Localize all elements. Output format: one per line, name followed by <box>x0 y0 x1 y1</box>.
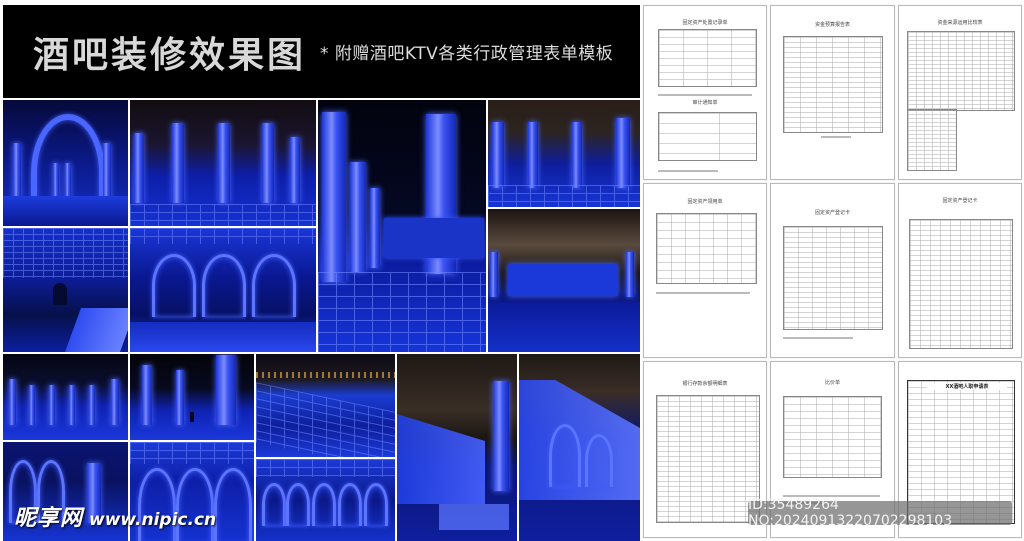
site-watermark: 昵享网 www.nipic.cn <box>14 500 216 532</box>
photo-tile[interactable] <box>130 354 254 440</box>
form-table <box>656 213 757 284</box>
form-table <box>909 219 1013 349</box>
photo-tile[interactable] <box>397 354 517 541</box>
id-watermark: ID:35489264 NO:20240913220702298103 <box>748 497 1012 529</box>
photo-tile[interactable] <box>519 354 640 541</box>
photo-tile[interactable] <box>488 209 640 352</box>
form-table <box>658 29 757 87</box>
header-banner: 酒吧装修效果图 * 附赠酒吧KTV各类行政管理表单模板 <box>3 5 640 98</box>
form-table <box>783 36 883 133</box>
form-title: 资金来源运用比较表 <box>937 20 983 26</box>
form-table <box>907 31 1015 111</box>
photo-tile[interactable] <box>3 442 128 541</box>
form-title: 资金预算报告表 <box>814 22 850 28</box>
form-title: 固定资产登记卡 <box>942 198 978 204</box>
form-table <box>658 112 757 161</box>
form-page[interactable]: 银行存款余额明细表 <box>643 361 767 538</box>
banner-subtitle: * 附赠酒吧KTV各类行政管理表单模板 <box>320 44 614 64</box>
form-title: 比价单 <box>824 380 840 386</box>
photo-tile[interactable] <box>130 228 316 352</box>
photo-tile[interactable] <box>3 354 128 440</box>
form-table <box>656 395 760 523</box>
watermark-logo: 昵享网 <box>14 506 84 531</box>
form-subtitle: 审计通知单 <box>692 100 718 106</box>
form-page[interactable]: 固定资产领用单 <box>643 183 767 358</box>
photo-tile[interactable] <box>130 100 316 226</box>
photo-tile[interactable] <box>488 100 640 207</box>
form-title: 固定资产登记卡 <box>814 210 850 216</box>
banner-title: 酒吧装修效果图 <box>33 34 307 76</box>
form-title: 银行存款余额明细表 <box>682 381 728 387</box>
form-table <box>907 109 957 171</box>
photo-tile[interactable] <box>318 100 486 352</box>
form-page[interactable]: 资金预算报告表 <box>770 5 895 180</box>
form-title: 固定资产领用单 <box>687 199 723 205</box>
form-page[interactable]: 固定资产处置记录单 审计通知单 <box>643 5 767 180</box>
form-title: 固定资产处置记录单 <box>682 20 728 26</box>
photo-tile[interactable] <box>130 442 254 541</box>
form-table <box>783 226 883 330</box>
watermark-url: www.nipic.cn <box>89 510 217 530</box>
photo-tile[interactable] <box>256 354 395 457</box>
photo-tile[interactable] <box>3 100 128 226</box>
photo-tile[interactable] <box>256 459 395 541</box>
form-table <box>783 396 882 478</box>
form-page[interactable]: 固定资产登记卡 <box>770 183 895 358</box>
form-page[interactable]: 资金来源运用比较表 <box>898 5 1022 180</box>
form-title: XX酒吧人职申请表 <box>927 383 1007 390</box>
form-page[interactable]: 固定资产登记卡 <box>898 183 1022 358</box>
photo-tile[interactable] <box>3 228 128 352</box>
